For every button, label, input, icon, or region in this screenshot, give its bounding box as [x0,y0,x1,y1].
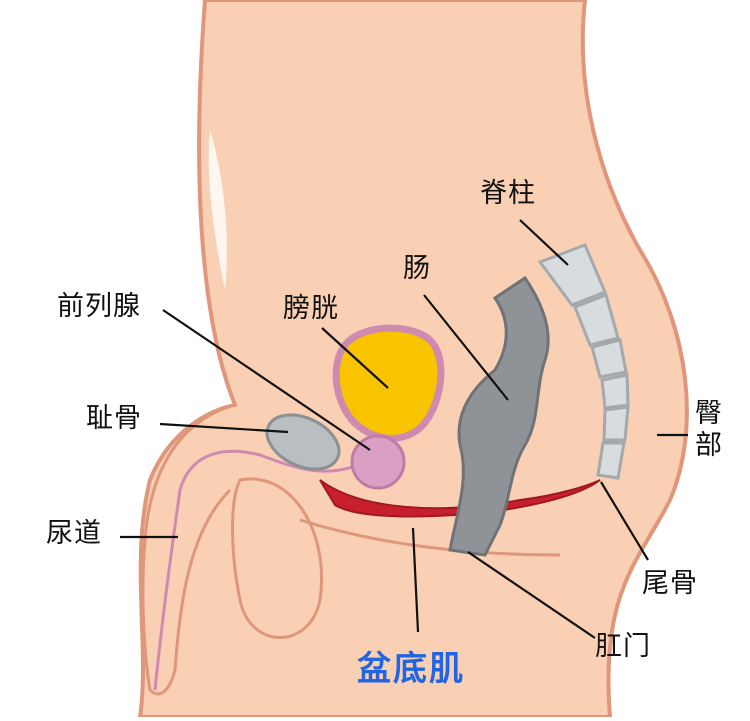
label-intestine: 肠 [403,253,431,284]
pubic-bone [265,413,341,471]
label-spine: 脊柱 [480,178,536,209]
label-anus: 肛门 [595,631,651,662]
label-bladder: 膀胱 [283,293,339,324]
label-pubic-bone: 耻骨 [86,403,142,434]
thigh-line [299,518,561,557]
label-coccyx: 尾骨 [642,568,698,599]
prostate [350,434,406,490]
genitals [141,403,236,696]
label-urethra: 尿道 [46,518,102,549]
diagram-title: 盆底肌 [357,649,465,689]
bladder [332,324,445,442]
spine [537,243,630,480]
scrotum [231,477,323,639]
leader-lines [120,219,688,639]
label-prostate: 前列腺 [57,291,141,322]
label-buttocks: 臀部 [695,398,723,461]
pelvic-floor-muscle [319,479,601,518]
intestine [448,275,550,557]
